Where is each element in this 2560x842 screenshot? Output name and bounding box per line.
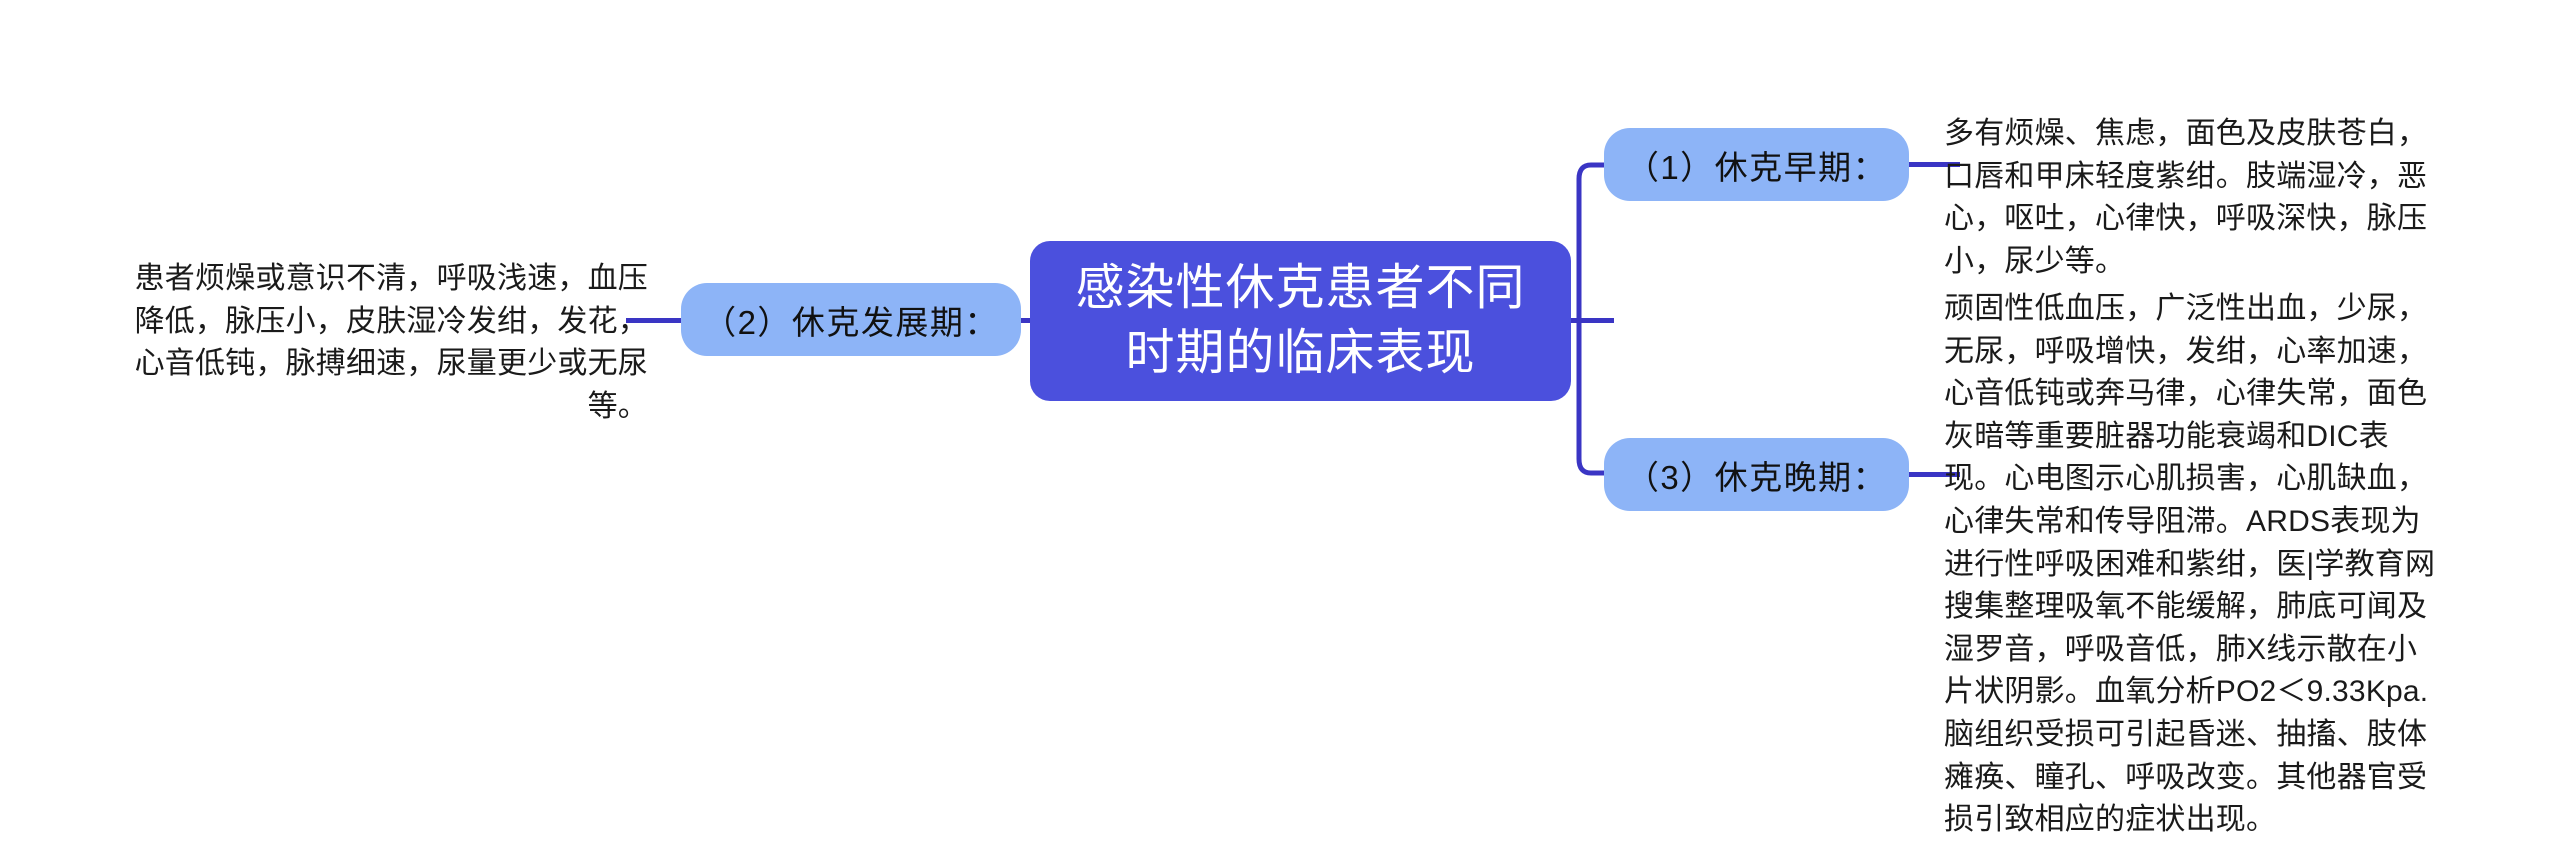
branch-node-late-label: （3）休克晚期： (1625, 458, 1888, 496)
connector-late-to-detail (1902, 472, 1960, 477)
detail-text-early: 多有烦燥、焦虑，面色及皮肤苍白，口唇和甲床轻度紫绀。肢端湿冷，恶心，呕吐，心律快… (1944, 117, 2428, 278)
connector-right-bracket (1569, 160, 1609, 478)
mindmap-canvas: 感染性休克患者不同时期的临床表现 （1）休克早期： （2）休克发展期： （3）休… (134, 117, 2436, 837)
connector-developing-to-detail (626, 318, 688, 323)
branch-node-late[interactable]: （3）休克晚期： (1604, 438, 1909, 511)
branch-node-early[interactable]: （1）休克早期： (1604, 128, 1909, 201)
root-node-label: 感染性休克患者不同时期的临床表现 (1075, 261, 1526, 380)
branch-node-early-label: （1）休克早期： (1625, 148, 1888, 186)
branch-node-developing[interactable]: （2）休克发展期： (681, 283, 1021, 356)
detail-text-late: 顽固性低血压，广泛性出血，少尿，无尿，呼吸增快，发绀，心率加速，心音低钝或奔马律… (1944, 292, 2436, 837)
branch-node-developing-label: （2）休克发展期： (703, 303, 999, 341)
connector-root-to-right-spine (1566, 318, 1614, 323)
detail-text-developing: 患者烦燥或意识不清，呼吸浅速，血压降低，脉压小，皮肤湿冷发绀，发花，心音低钝，脉… (134, 262, 648, 423)
root-node[interactable]: 感染性休克患者不同时期的临床表现 (1030, 241, 1571, 401)
connector-early-to-detail (1902, 162, 1960, 167)
connector-root-to-developing (1012, 318, 1042, 323)
